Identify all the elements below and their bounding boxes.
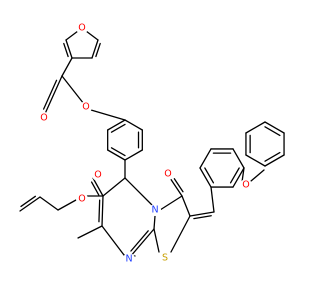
bond-64	[264, 126, 281, 137]
bond-38	[20, 195, 37, 208]
atom-ring-nitrogen-2: N	[123, 253, 135, 265]
bond-13	[110, 147, 126, 157]
atom-ester-oxygen-2: O	[76, 193, 88, 205]
atom-ketone-oxygen: O	[162, 168, 174, 180]
bond-52	[199, 148, 212, 169]
svg-text:O: O	[164, 169, 171, 180]
bond-32	[92, 177, 104, 197]
atom-ring-nitrogen-1: N	[149, 204, 161, 216]
svg-text:O: O	[242, 180, 249, 191]
bond-12	[107, 149, 126, 161]
bond-layer	[19, 27, 285, 258]
bond-9	[42, 79, 58, 110]
bond-39	[159, 195, 183, 211]
atom-carbonyl-oxygen-ester-1: O	[38, 112, 50, 124]
bond-45	[189, 211, 215, 217]
bond-1	[91, 39, 99, 59]
atom-label-layer: O O O O O O O N	[38, 22, 252, 265]
bond-33	[90, 181, 100, 196]
bond-23	[102, 177, 126, 197]
bond-20	[90, 109, 126, 121]
bond-37	[19, 196, 41, 212]
bond-46	[193, 215, 212, 220]
atom-thiazole-sulfur: S	[159, 252, 171, 264]
molecule-structure-diagram: O O O O O O O N	[19, 22, 285, 265]
bond-8	[43, 75, 63, 117]
bond-47	[232, 167, 245, 188]
bond-40	[169, 177, 183, 197]
bond-62	[245, 121, 266, 134]
atom-ester-oxygen-1: O	[80, 101, 92, 113]
bond-43	[170, 215, 191, 253]
svg-text:O: O	[94, 170, 101, 181]
bond-24	[101, 195, 104, 227]
bond-48	[229, 167, 240, 184]
bond-35	[57, 199, 77, 211]
bond-5	[63, 42, 69, 58]
svg-text:O: O	[82, 102, 89, 113]
bond-67	[264, 151, 281, 162]
atom-carbonyl-oxygen-ester-2: O	[92, 169, 104, 181]
bond-25	[98, 199, 101, 223]
bond-58	[250, 169, 265, 182]
bond-59	[245, 154, 266, 167]
bond-29	[130, 230, 149, 252]
bond-55	[232, 148, 245, 169]
svg-text:S: S	[162, 253, 168, 264]
bond-56	[210, 186, 215, 213]
bond-44	[153, 228, 160, 253]
bond-66	[264, 154, 285, 167]
bond-36	[39, 196, 59, 211]
bond-42	[181, 195, 191, 217]
svg-text:O: O	[78, 194, 85, 205]
bond-15	[107, 119, 126, 131]
bond-30	[153, 215, 156, 230]
bond-4	[65, 39, 73, 59]
bond-50	[199, 167, 212, 188]
bond-10	[61, 75, 85, 105]
bond-2	[95, 42, 101, 58]
svg-text:N: N	[125, 254, 132, 265]
bond-22	[124, 177, 154, 207]
bond-28	[129, 228, 155, 258]
bond-57	[241, 167, 245, 183]
atom-furan-oxygen: O	[76, 22, 88, 34]
bond-26	[101, 225, 125, 256]
bond-63	[264, 121, 285, 134]
svg-text:O: O	[78, 23, 85, 34]
bond-31	[77, 225, 103, 239]
atom-ether-oxygen: O	[240, 179, 252, 191]
svg-text:O: O	[40, 113, 47, 124]
bond-7	[61, 57, 73, 77]
bond-17	[124, 119, 143, 131]
bond-16	[110, 123, 126, 133]
bond-51	[204, 167, 215, 184]
bond-11	[124, 149, 143, 161]
svg-text:N: N	[151, 205, 158, 216]
bond-41	[173, 178, 184, 193]
